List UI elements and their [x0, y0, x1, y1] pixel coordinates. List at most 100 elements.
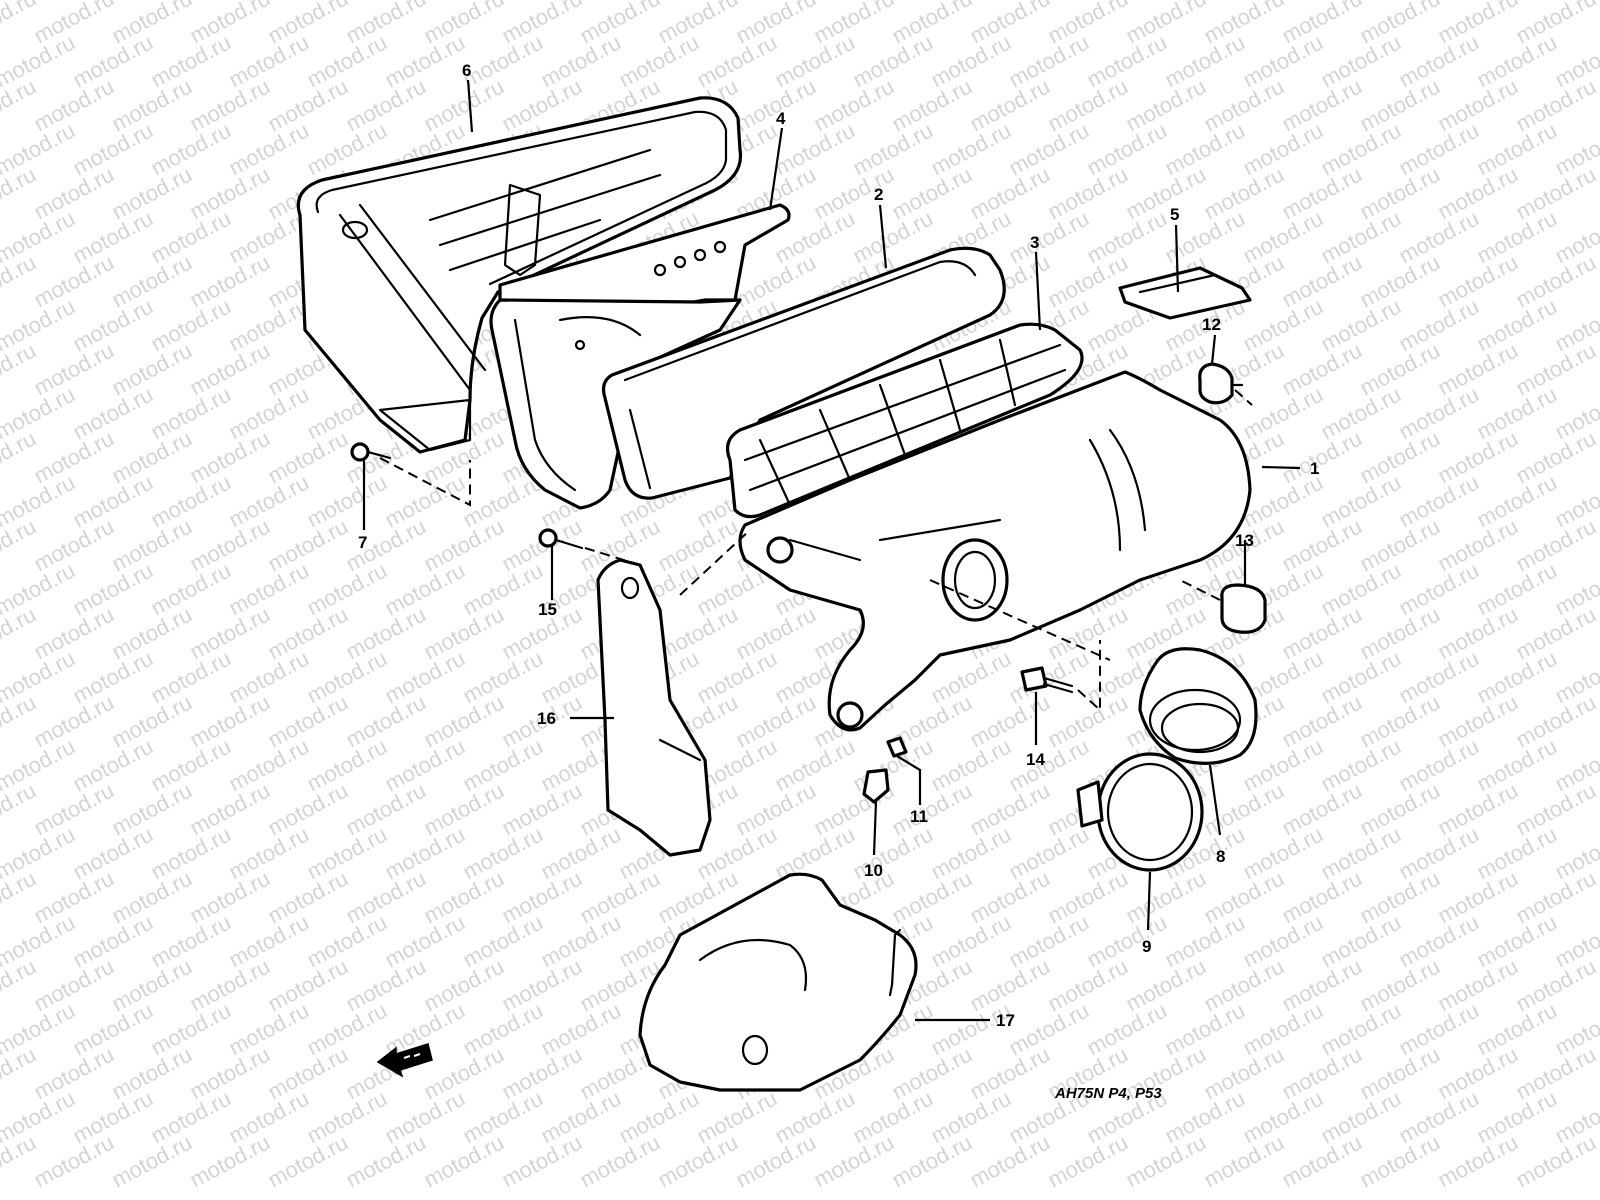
- watermark-text: motod.ru: [1278, 1042, 1366, 1105]
- watermark-text: motod.ru: [732, 1130, 820, 1193]
- watermark-text: motod.ru: [186, 74, 274, 137]
- watermark-text: motod.ru: [888, 0, 976, 48]
- watermark-text: motod.ru: [615, 1086, 703, 1149]
- watermark-text: motod.ru: [147, 734, 235, 797]
- part-15-screw: [538, 528, 584, 550]
- watermark-text: motod.ru: [498, 0, 586, 48]
- watermark-text: motod.ru: [1200, 1042, 1288, 1105]
- watermark-text: motod.ru: [966, 778, 1054, 841]
- watermark-text: motod.ru: [420, 866, 508, 929]
- watermark-text: motod.ru: [771, 30, 859, 93]
- watermark-text: motod.ru: [186, 0, 274, 48]
- watermark-text: motod.ru: [927, 1086, 1015, 1149]
- watermark-text: motod.ru: [1512, 74, 1600, 137]
- watermark-text: motod.ru: [69, 206, 157, 269]
- watermark-text: motod.ru: [1395, 998, 1483, 1061]
- watermark-text: motod.ru: [1239, 998, 1327, 1061]
- watermark-text: motod.ru: [420, 778, 508, 841]
- watermark-text: motod.ru: [1083, 118, 1171, 181]
- watermark-text: motod.ru: [1356, 778, 1444, 841]
- watermark-text: motod.ru: [1512, 0, 1600, 48]
- watermark-text: motod.ru: [1005, 118, 1093, 181]
- watermark-text: motod.ru: [147, 558, 235, 621]
- watermark-text: motod.ru: [342, 74, 430, 137]
- watermark-text: motod.ru: [888, 1130, 976, 1193]
- watermark-text: motod.ru: [888, 74, 976, 137]
- watermark-text: motod.ru: [888, 866, 976, 929]
- watermark-text: motod.ru: [1356, 162, 1444, 225]
- watermark-text: motod.ru: [381, 734, 469, 797]
- watermark-text: motod.ru: [147, 910, 235, 973]
- watermark-text: motod.ru: [1434, 690, 1522, 753]
- watermark-text: motod.ru: [459, 822, 547, 885]
- part-7-screw: [350, 442, 392, 462]
- watermark-text: motod.ru: [147, 118, 235, 181]
- watermark-text: motod.ru: [30, 1130, 118, 1193]
- watermark-text: motod.ru: [1317, 382, 1405, 445]
- watermark-text: motod.ru: [69, 294, 157, 357]
- watermark-text: motod.ru: [108, 0, 196, 48]
- watermark-text: motod.ru: [732, 690, 820, 753]
- watermark-text: motod.ru: [225, 382, 313, 445]
- watermark-text: motod.ru: [30, 954, 118, 1017]
- watermark-text: motod.ru: [342, 0, 430, 48]
- watermark-text: motod.ru: [303, 470, 391, 533]
- callout-17: 17: [996, 1011, 1015, 1030]
- watermark-text: motod.ru: [771, 822, 859, 885]
- watermark-text: motod.ru: [498, 1042, 586, 1105]
- watermark-text: motod.ru: [264, 866, 352, 929]
- watermark-text: motod.ru: [186, 162, 274, 225]
- watermark-text: motod.ru: [849, 30, 937, 93]
- watermark-text: motod.ru: [342, 866, 430, 929]
- watermark-text: motod.ru: [30, 0, 118, 48]
- watermark-text: motod.ru: [1395, 118, 1483, 181]
- watermark-text: motod.ru: [1044, 162, 1132, 225]
- watermark-text: motod.ru: [1473, 118, 1561, 181]
- watermark-text: motod.ru: [420, 1130, 508, 1193]
- watermark-text: motod.ru: [186, 1130, 274, 1193]
- watermark-text: motod.ru: [1434, 162, 1522, 225]
- watermark-text: motod.ru: [264, 1130, 352, 1193]
- watermark-text: motod.ru: [498, 866, 586, 929]
- watermark-text: motod.ru: [186, 250, 274, 313]
- watermark-text: motod.ru: [1473, 734, 1561, 797]
- watermark-text: motod.ru: [30, 338, 118, 401]
- watermark-text: motod.ru: [537, 910, 625, 973]
- watermark-text: motod.ru: [420, 74, 508, 137]
- watermark-text: motod.ru: [537, 1086, 625, 1149]
- part-6-air-cleaner-cap: [296, 96, 743, 454]
- watermark-text: motod.ru: [927, 910, 1015, 973]
- watermark-text: motod.ru: [810, 74, 898, 137]
- watermark-text: motod.ru: [1434, 426, 1522, 489]
- part-11-nut: [886, 736, 908, 758]
- watermark-text: motod.ru: [147, 1086, 235, 1149]
- watermark-text: motod.ru: [1005, 646, 1093, 709]
- watermark-text: motod.ru: [1356, 690, 1444, 753]
- watermark-text: motod.ru: [342, 778, 430, 841]
- watermark-text: motod.ru: [69, 1086, 157, 1149]
- watermark-text: motod.ru: [1395, 382, 1483, 445]
- watermark-text: motod.ru: [537, 30, 625, 93]
- callout-leader-lines: [362, 79, 1301, 1022]
- watermark-text: motod.ru: [420, 1042, 508, 1105]
- watermark-text: motod.ru: [108, 338, 196, 401]
- watermark-text: motod.ru: [1356, 250, 1444, 313]
- watermark-text: motod.ru: [30, 602, 118, 665]
- watermark-text: motod.ru: [1395, 646, 1483, 709]
- watermark-text: motod.ru: [693, 646, 781, 709]
- watermark-text: motod.ru: [264, 1042, 352, 1105]
- watermark-text: motod.ru: [1356, 1130, 1444, 1193]
- watermark-text: motod.ru: [1005, 822, 1093, 885]
- watermark-text: motod.ru: [1512, 690, 1600, 753]
- watermark-text: motod.ru: [1434, 250, 1522, 313]
- watermark-text: motod.ru: [1317, 734, 1405, 797]
- watermark-text: motod.ru: [1122, 1130, 1210, 1193]
- watermark-text: motod.ru: [927, 822, 1015, 885]
- watermark-text: motod.ru: [966, 690, 1054, 753]
- watermark-text: motod.ru: [381, 910, 469, 973]
- watermark-text: motod.ru: [966, 1130, 1054, 1193]
- watermark-text: motod.ru: [732, 602, 820, 665]
- watermark-text: motod.ru: [1005, 910, 1093, 973]
- watermark-text: motod.ru: [459, 30, 547, 93]
